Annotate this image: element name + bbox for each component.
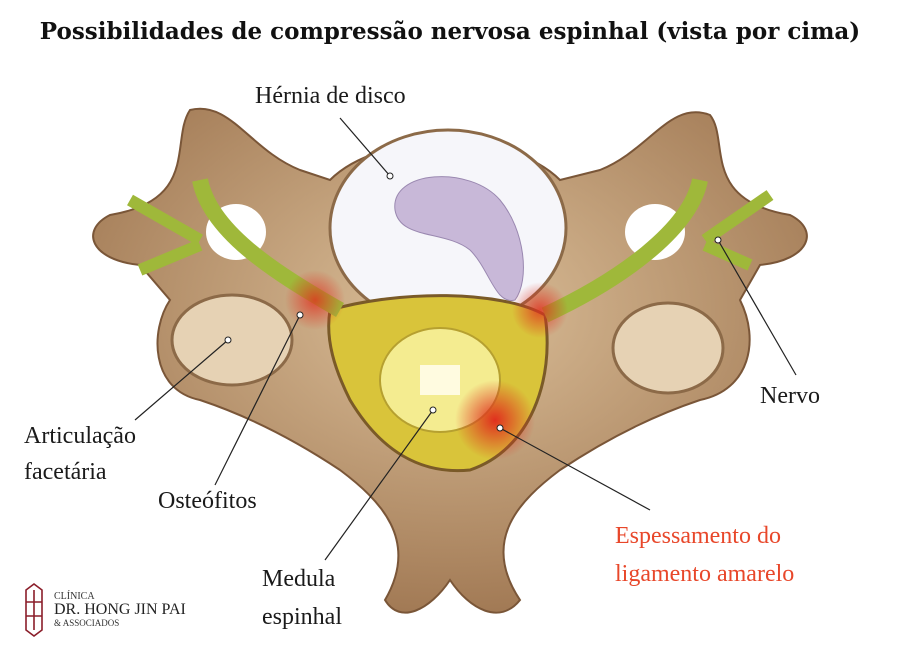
inflammation-ligament <box>455 380 535 460</box>
logo-line2: DR. HONG JIN PAI <box>54 601 186 619</box>
logo-emblem-icon <box>25 583 43 637</box>
clinic-logo: CLÍNICA DR. HONG JIN PAI & ASSOCIADOS <box>22 582 186 638</box>
label-nervo: Nervo <box>760 383 820 409</box>
label-espessamento-2: ligamento amarelo <box>615 561 795 587</box>
facet-joint-left <box>170 293 294 387</box>
label-osteofitos: Osteófitos <box>158 488 257 514</box>
logo-line3: & ASSOCIADOS <box>54 617 120 628</box>
nerve-right <box>541 177 708 323</box>
label-hernia: Hérnia de disco <box>255 83 406 109</box>
label-medula-2: espinhal <box>262 604 342 630</box>
leader-lines <box>134 117 797 561</box>
label-articulacao-2: facetária <box>24 459 107 485</box>
label-articulacao-1: Articulação <box>24 423 136 449</box>
label-medula-1: Medula <box>262 566 336 592</box>
facet-joint-right <box>611 301 725 395</box>
diagram-title: Possibilidades de compressão nervosa esp… <box>39 18 861 45</box>
logo-line1: CLÍNICA <box>54 590 95 602</box>
label-espessamento-1: Espessamento do <box>615 523 781 549</box>
